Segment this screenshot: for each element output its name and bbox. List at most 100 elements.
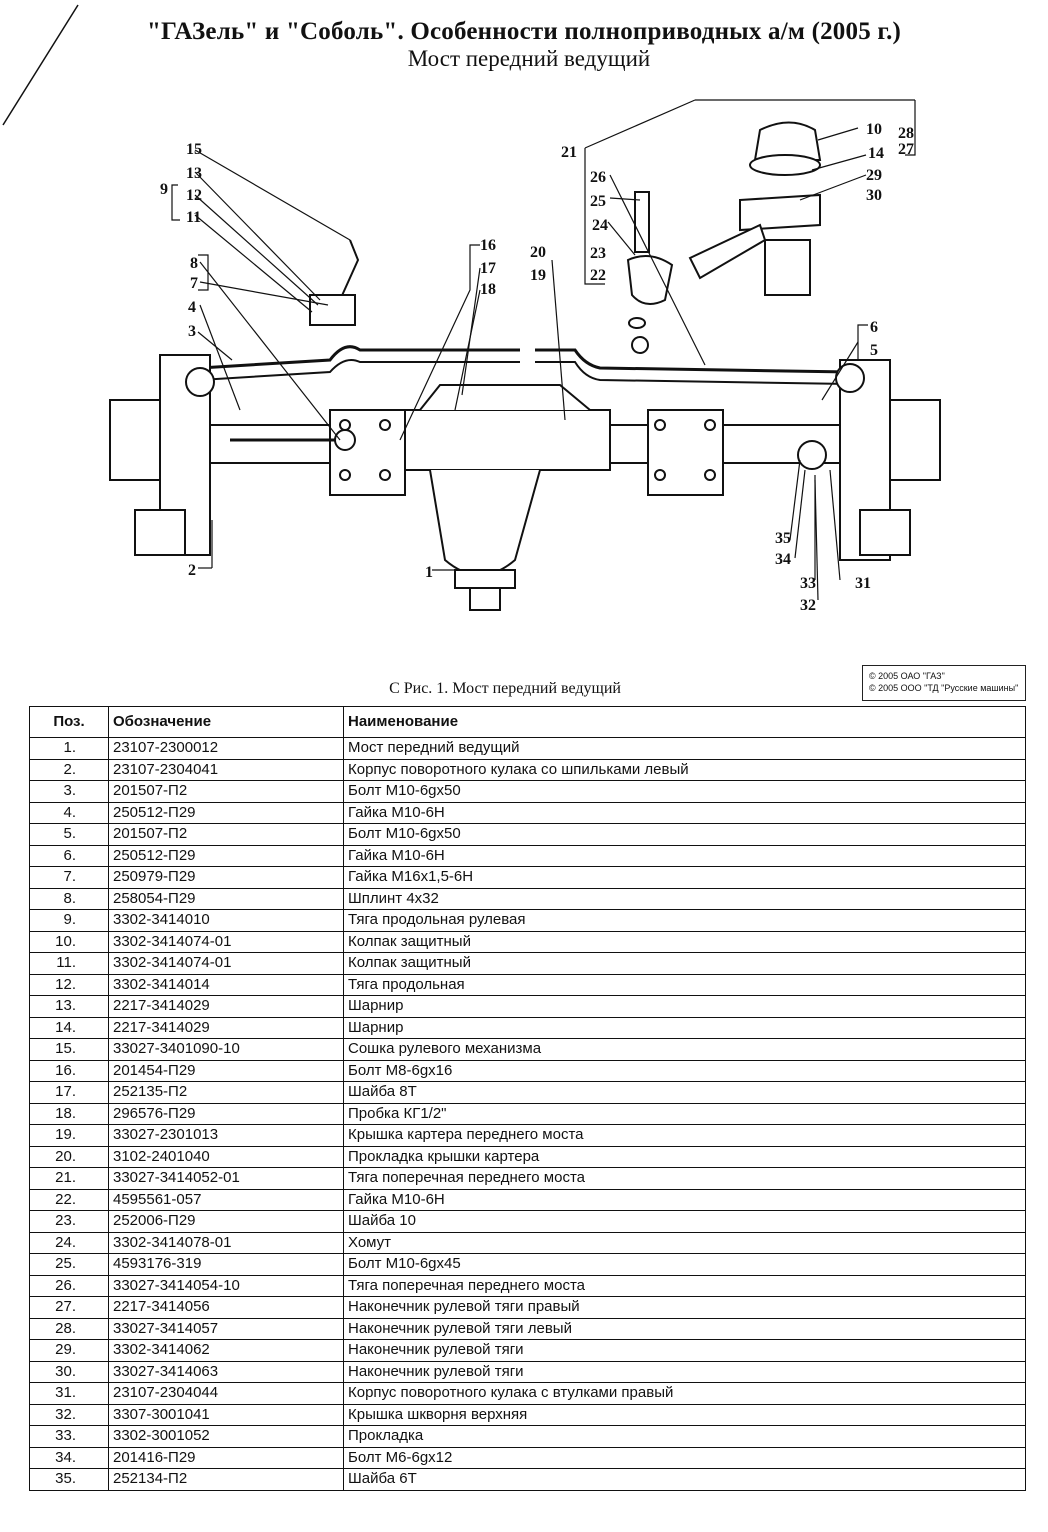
cell-code: 33027-3414063: [108, 1360, 344, 1383]
cell-name: Хомут: [343, 1231, 1026, 1254]
callout-11: 11: [186, 209, 201, 226]
callout-27: 27: [898, 141, 914, 158]
cell-name: Болт М8-6gх16: [343, 1059, 1026, 1082]
cell-code: 252134-П2: [108, 1468, 344, 1491]
column-header-name: Наименование: [343, 706, 1026, 738]
copyright-box: © 2005 ОАО "ГАЗ" © 2005 ООО "ТД "Русские…: [862, 665, 1026, 701]
cell-name: Сошка рулевого механизма: [343, 1038, 1026, 1061]
callout-29: 29: [866, 167, 882, 184]
callout-12: 12: [186, 187, 202, 204]
cell-code: 3302-3414014: [108, 973, 344, 996]
cell-pos: 35.: [29, 1468, 109, 1491]
cell-pos: 15.: [29, 1038, 109, 1061]
cell-code: 3302-3414078-01: [108, 1231, 344, 1254]
cell-name: Болт М10-6gх50: [343, 823, 1026, 846]
cell-pos: 27.: [29, 1296, 109, 1319]
callout-4: 4: [188, 299, 196, 316]
cell-name: Болт М6-6gх12: [343, 1446, 1026, 1469]
cell-pos: 3.: [29, 780, 109, 803]
callout-13: 13: [186, 165, 202, 182]
cell-name: Наконечник рулевой тяги правый: [343, 1296, 1026, 1319]
cell-pos: 24.: [29, 1231, 109, 1254]
callout-34: 34: [775, 551, 791, 568]
cell-pos: 13.: [29, 995, 109, 1018]
cell-name: Наконечник рулевой тяги: [343, 1339, 1026, 1362]
cell-name: Тяга продольная рулевая: [343, 909, 1026, 932]
cell-pos: 17.: [29, 1081, 109, 1104]
cell-name: Прокладка крышки картера: [343, 1145, 1026, 1168]
cell-code: 3102-2401040: [108, 1145, 344, 1168]
cell-pos: 26.: [29, 1274, 109, 1297]
callout-30: 30: [866, 187, 882, 204]
cell-name: Наконечник рулевой тяги: [343, 1360, 1026, 1383]
callout-19: 19: [530, 267, 546, 284]
column-header-code: Обозначение: [108, 706, 344, 738]
cell-name: Шайба 10: [343, 1210, 1026, 1233]
cell-code: 4593176-319: [108, 1253, 344, 1276]
cell-pos: 1.: [29, 737, 109, 760]
cell-name: Шайба 8Т: [343, 1081, 1026, 1104]
cell-code: 3302-3414062: [108, 1339, 344, 1362]
callout-35: 35: [775, 530, 791, 547]
callout-3: 3: [188, 323, 196, 340]
callout-2: 2: [188, 562, 196, 579]
cell-pos: 12.: [29, 973, 109, 996]
cell-pos: 28.: [29, 1317, 109, 1340]
cell-pos: 20.: [29, 1145, 109, 1168]
cell-code: 33027-3414054-10: [108, 1274, 344, 1297]
cell-pos: 5.: [29, 823, 109, 846]
cell-name: Тяга поперечная переднего моста: [343, 1274, 1026, 1297]
cell-pos: 4.: [29, 801, 109, 824]
cell-code: 33027-3401090-10: [108, 1038, 344, 1061]
callout-23: 23: [590, 245, 606, 262]
cell-pos: 18.: [29, 1102, 109, 1125]
cell-pos: 32.: [29, 1403, 109, 1426]
cell-code: 258054-П29: [108, 887, 344, 910]
axle-diagram: 1 2 3 4 5 6 7 8 9 10 11 12 13 14 15 16 1…: [2, 4, 941, 614]
cell-code: 201507-П2: [108, 780, 344, 803]
cell-code: 201507-П2: [108, 823, 344, 846]
cell-pos: 29.: [29, 1339, 109, 1362]
cell-name: Корпус поворотного кулака с втулками пра…: [343, 1382, 1026, 1405]
cell-code: 250512-П29: [108, 844, 344, 867]
cell-name: Мост передний ведущий: [343, 737, 1026, 760]
cell-name: Болт М10-6gх50: [343, 780, 1026, 803]
page-title: "ГАЗель" и "Соболь". Особенности полнопр…: [146, 18, 902, 45]
cell-pos: 23.: [29, 1210, 109, 1233]
cell-code: 33027-3414057: [108, 1317, 344, 1340]
cell-pos: 2.: [29, 758, 109, 781]
cell-name: Тяга поперечная переднего моста: [343, 1167, 1026, 1190]
callout-21: 21: [561, 144, 577, 161]
callout-15: 15: [186, 141, 202, 158]
callout-9: 9: [160, 181, 168, 198]
cell-pos: 14.: [29, 1016, 109, 1039]
callout-1: 1: [425, 564, 433, 581]
parts-table: Поз. Обозначение Наименование 1.23107-23…: [29, 706, 1026, 1491]
cell-pos: 30.: [29, 1360, 109, 1383]
callout-8: 8: [190, 255, 198, 272]
cell-name: Гайка М16х1,5-6Н: [343, 866, 1026, 889]
cell-pos: 7.: [29, 866, 109, 889]
copyright-line-1: © 2005 ОАО "ГАЗ": [869, 671, 945, 681]
cell-code: 250979-П29: [108, 866, 344, 889]
cell-name: Колпак защитный: [343, 952, 1026, 975]
